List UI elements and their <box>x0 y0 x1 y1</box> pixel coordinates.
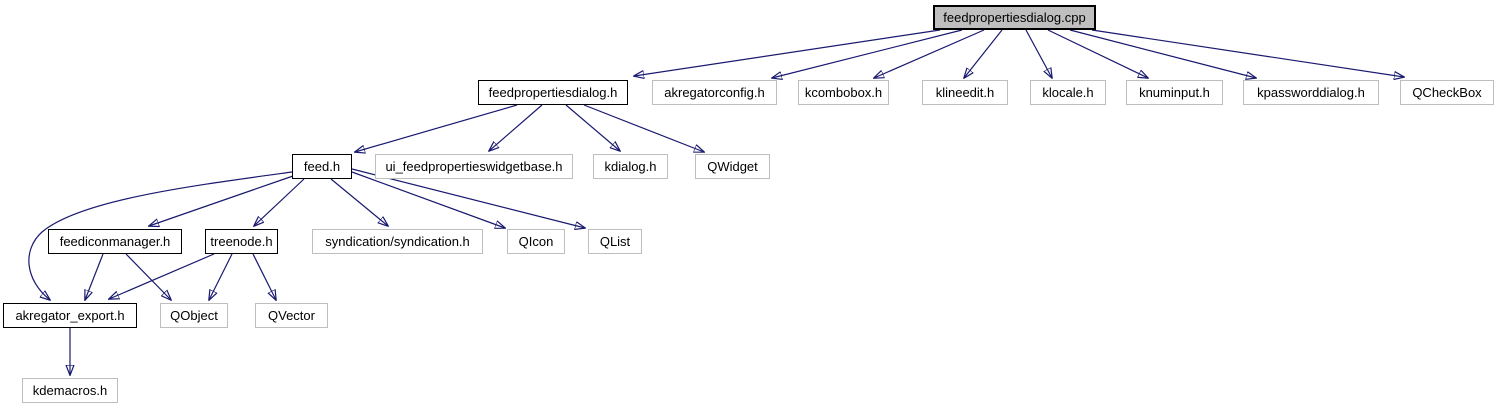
edge-feediconmanager-akregator-export-h <box>85 253 104 300</box>
node-qvector: QVector <box>255 303 328 328</box>
node-feedpropertiesdialog-h[interactable]: feedpropertiesdialog.h <box>478 80 628 105</box>
node-kdialog-h: kdialog.h <box>593 154 668 179</box>
edge-feed-syndication <box>330 178 388 226</box>
edge-treenode-qvector <box>252 253 276 300</box>
node-qlist: QList <box>588 229 642 254</box>
node-kpassworddialog-h: kpassworddialog.h <box>1243 80 1379 105</box>
node-klineedit-h: klineedit.h <box>922 80 1008 105</box>
node-qobject: QObject <box>160 303 228 328</box>
edge-treenode-akregator-export-h <box>109 253 215 299</box>
edge-feed-treenode-h <box>254 178 305 226</box>
node-knuminput-h: knuminput.h <box>1126 80 1223 105</box>
node-treenode-h[interactable]: treenode.h <box>205 229 278 254</box>
edge-cpp-kcombobox-h <box>874 29 985 78</box>
node-klocale-h: klocale.h <box>1030 80 1106 105</box>
edge-cpp-knuminput-h <box>1047 29 1148 78</box>
edge-fpdh-qwidget <box>583 104 704 152</box>
edge-cpp-klineedit-h <box>964 29 1003 78</box>
edge-feed-qicon <box>351 171 505 228</box>
node-feedpropertiesdialog-cpp: feedpropertiesdialog.cpp <box>933 5 1096 30</box>
edge-cpp-qcheckbox <box>1091 29 1404 77</box>
edge-cpp-kpassworddialog-h <box>1069 29 1256 78</box>
edge-cpp-akregatorconfig-h <box>772 29 963 78</box>
edge-cpp-feedpropertiesdialog-h <box>634 29 941 76</box>
node-syndication-syndication-h: syndication/syndication.h <box>312 229 483 254</box>
node-akregatorconfig-h: akregatorconfig.h <box>652 80 777 105</box>
node-qcheckbox: QCheckBox <box>1400 80 1494 105</box>
edge-feediconmanager-qobject <box>125 253 171 300</box>
node-akregator-export-h[interactable]: akregator_export.h <box>3 303 137 328</box>
edge-fpdh-uifeedpropertieswidgetbase-h <box>489 104 543 151</box>
node-ui-feedpropertieswidgetbase-h: ui_feedpropertieswidgetbase.h <box>375 154 573 179</box>
edge-cpp-klocale-h <box>1025 29 1052 78</box>
edge-fpdh-kdialog-h <box>565 104 620 151</box>
node-feediconmanager-h[interactable]: feediconmanager.h <box>48 229 182 254</box>
node-qicon: QIcon <box>507 229 565 254</box>
node-kdemacros-h: kdemacros.h <box>22 378 118 403</box>
node-qwidget: QWidget <box>695 154 770 179</box>
node-kcombobox-h: kcombobox.h <box>798 80 889 105</box>
edge-fpdh-feed-h <box>355 104 518 152</box>
edge-treenode-qobject <box>209 253 233 300</box>
node-feed-h[interactable]: feed.h <box>292 154 352 179</box>
edge-feed-feediconmanager-h <box>149 175 294 226</box>
edge-feed-akregator-export-h <box>28 171 293 300</box>
